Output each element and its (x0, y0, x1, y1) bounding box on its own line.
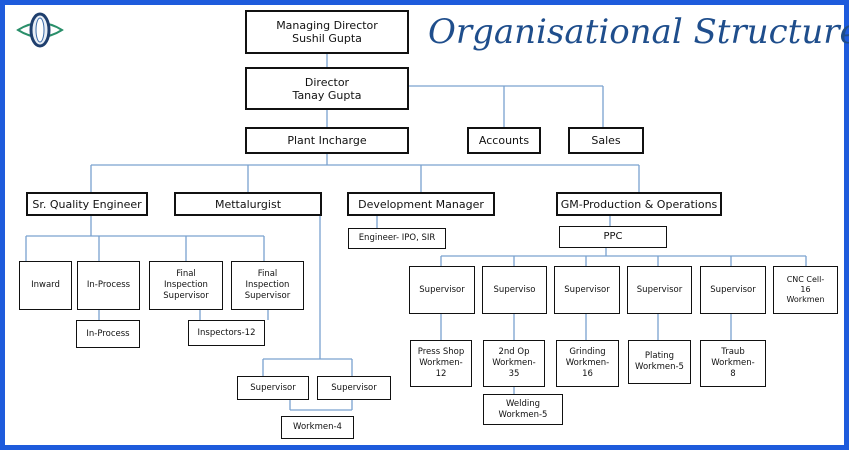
metallurgy-supervisor-box-1: Supervisor (237, 376, 309, 400)
engineer-ipo-box: Engineer- IPO, SIR (348, 228, 446, 249)
supervisor-box-4: Supervisor (627, 266, 692, 314)
traub-workmen-box: Traub Workmen- 8 (700, 340, 766, 387)
metallurgist-box: Mettalurgist (174, 192, 322, 216)
inspectors-box: Inspectors-12 (188, 320, 265, 346)
supervisor-box-5: Supervisor (700, 266, 766, 314)
final-inspection-supervisor-box-2: Final Inspection Supervisor (231, 261, 304, 310)
final-inspection-supervisor-box-1: Final Inspection Supervisor (149, 261, 223, 310)
plant-incharge-box: Plant Incharge (245, 127, 409, 154)
sr-quality-engineer-box: Sr. Quality Engineer (26, 192, 148, 216)
ppc-box: PPC (559, 226, 667, 248)
sales-box: Sales (568, 127, 644, 154)
plating-workmen-box: Plating Workmen-5 (628, 340, 691, 384)
press-shop-workmen-box: Press Shop Workmen- 12 (410, 340, 472, 387)
managing-director-box: Managing Director Sushil Gupta (245, 10, 409, 54)
accounts-box: Accounts (467, 127, 541, 154)
supervisor-box-2: Superviso (482, 266, 547, 314)
welding-workmen-box: Welding Workmen-5 (483, 394, 563, 425)
director-box: Director Tanay Gupta (245, 67, 409, 110)
development-manager-box: Development Manager (347, 192, 495, 216)
cnc-cell-box: CNC Cell- 16 Workmen (773, 266, 838, 314)
metallurgy-workmen-box: Workmen-4 (281, 416, 354, 439)
grinding-workmen-box: Grinding Workmen- 16 (556, 340, 619, 387)
supervisor-box-1: Supervisor (409, 266, 475, 314)
in-process-box: In-Process (77, 261, 140, 310)
gm-production-box: GM-Production & Operations (556, 192, 722, 216)
second-op-workmen-box: 2nd Op Workmen- 35 (483, 340, 545, 387)
supervisor-box-3: Supervisor (554, 266, 620, 314)
inward-box: Inward (19, 261, 72, 310)
page-title: Organisational Structure (428, 12, 849, 52)
in-process-staff-box: In-Process (76, 320, 140, 348)
lens-logo-icon (16, 12, 64, 48)
metallurgy-supervisor-box-2: Supervisor (317, 376, 391, 400)
